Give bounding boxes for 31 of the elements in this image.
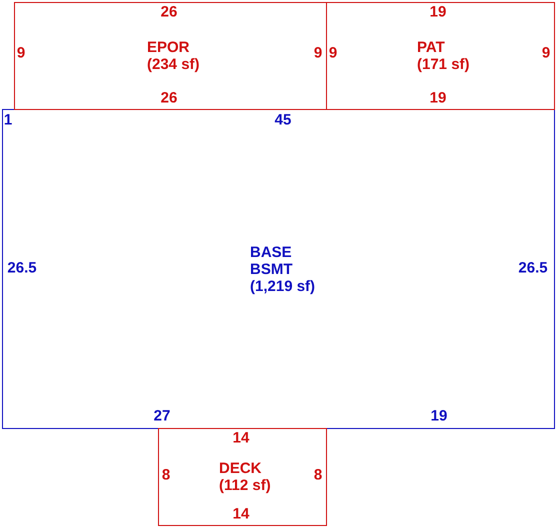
dimension-label: 14 [232,506,250,522]
dimension-label: 8 [162,468,170,482]
room-outline [2,109,555,429]
dimension-label: 14 [232,430,250,446]
dimension-label: 19 [430,408,448,424]
room-label: DECK [219,460,262,477]
room-label: BSMT [250,261,292,278]
dimension-label: 26 [160,4,178,20]
room-label: (234 sf) [147,56,200,73]
dimension-label: 9 [328,46,338,60]
room-label: (171 sf) [417,56,470,73]
dimension-label: 26 [160,90,178,106]
room-label: BASE [250,244,292,261]
dimension-label: 1 [4,112,12,128]
dimension-label: 9 [314,46,322,60]
room-label: (1,219 sf) [250,278,316,295]
room-label: EPOR [147,39,190,56]
dimension-label: 19 [430,90,446,106]
room-label: (112 sf) [219,477,271,494]
dimension-label: 27 [154,408,170,424]
room-label: PAT [417,39,445,56]
dimension-label: 26.5 [518,260,548,276]
dimension-label: 9 [16,46,26,60]
room-outline [14,2,327,110]
dimension-label: 19 [430,4,446,20]
dimension-label: 26.5 [7,260,37,276]
dimension-label: 8 [314,468,322,482]
dimension-label: 45 [274,112,292,128]
room-outline [326,2,555,110]
dimension-label: 9 [542,46,550,60]
room-outline [158,428,327,526]
